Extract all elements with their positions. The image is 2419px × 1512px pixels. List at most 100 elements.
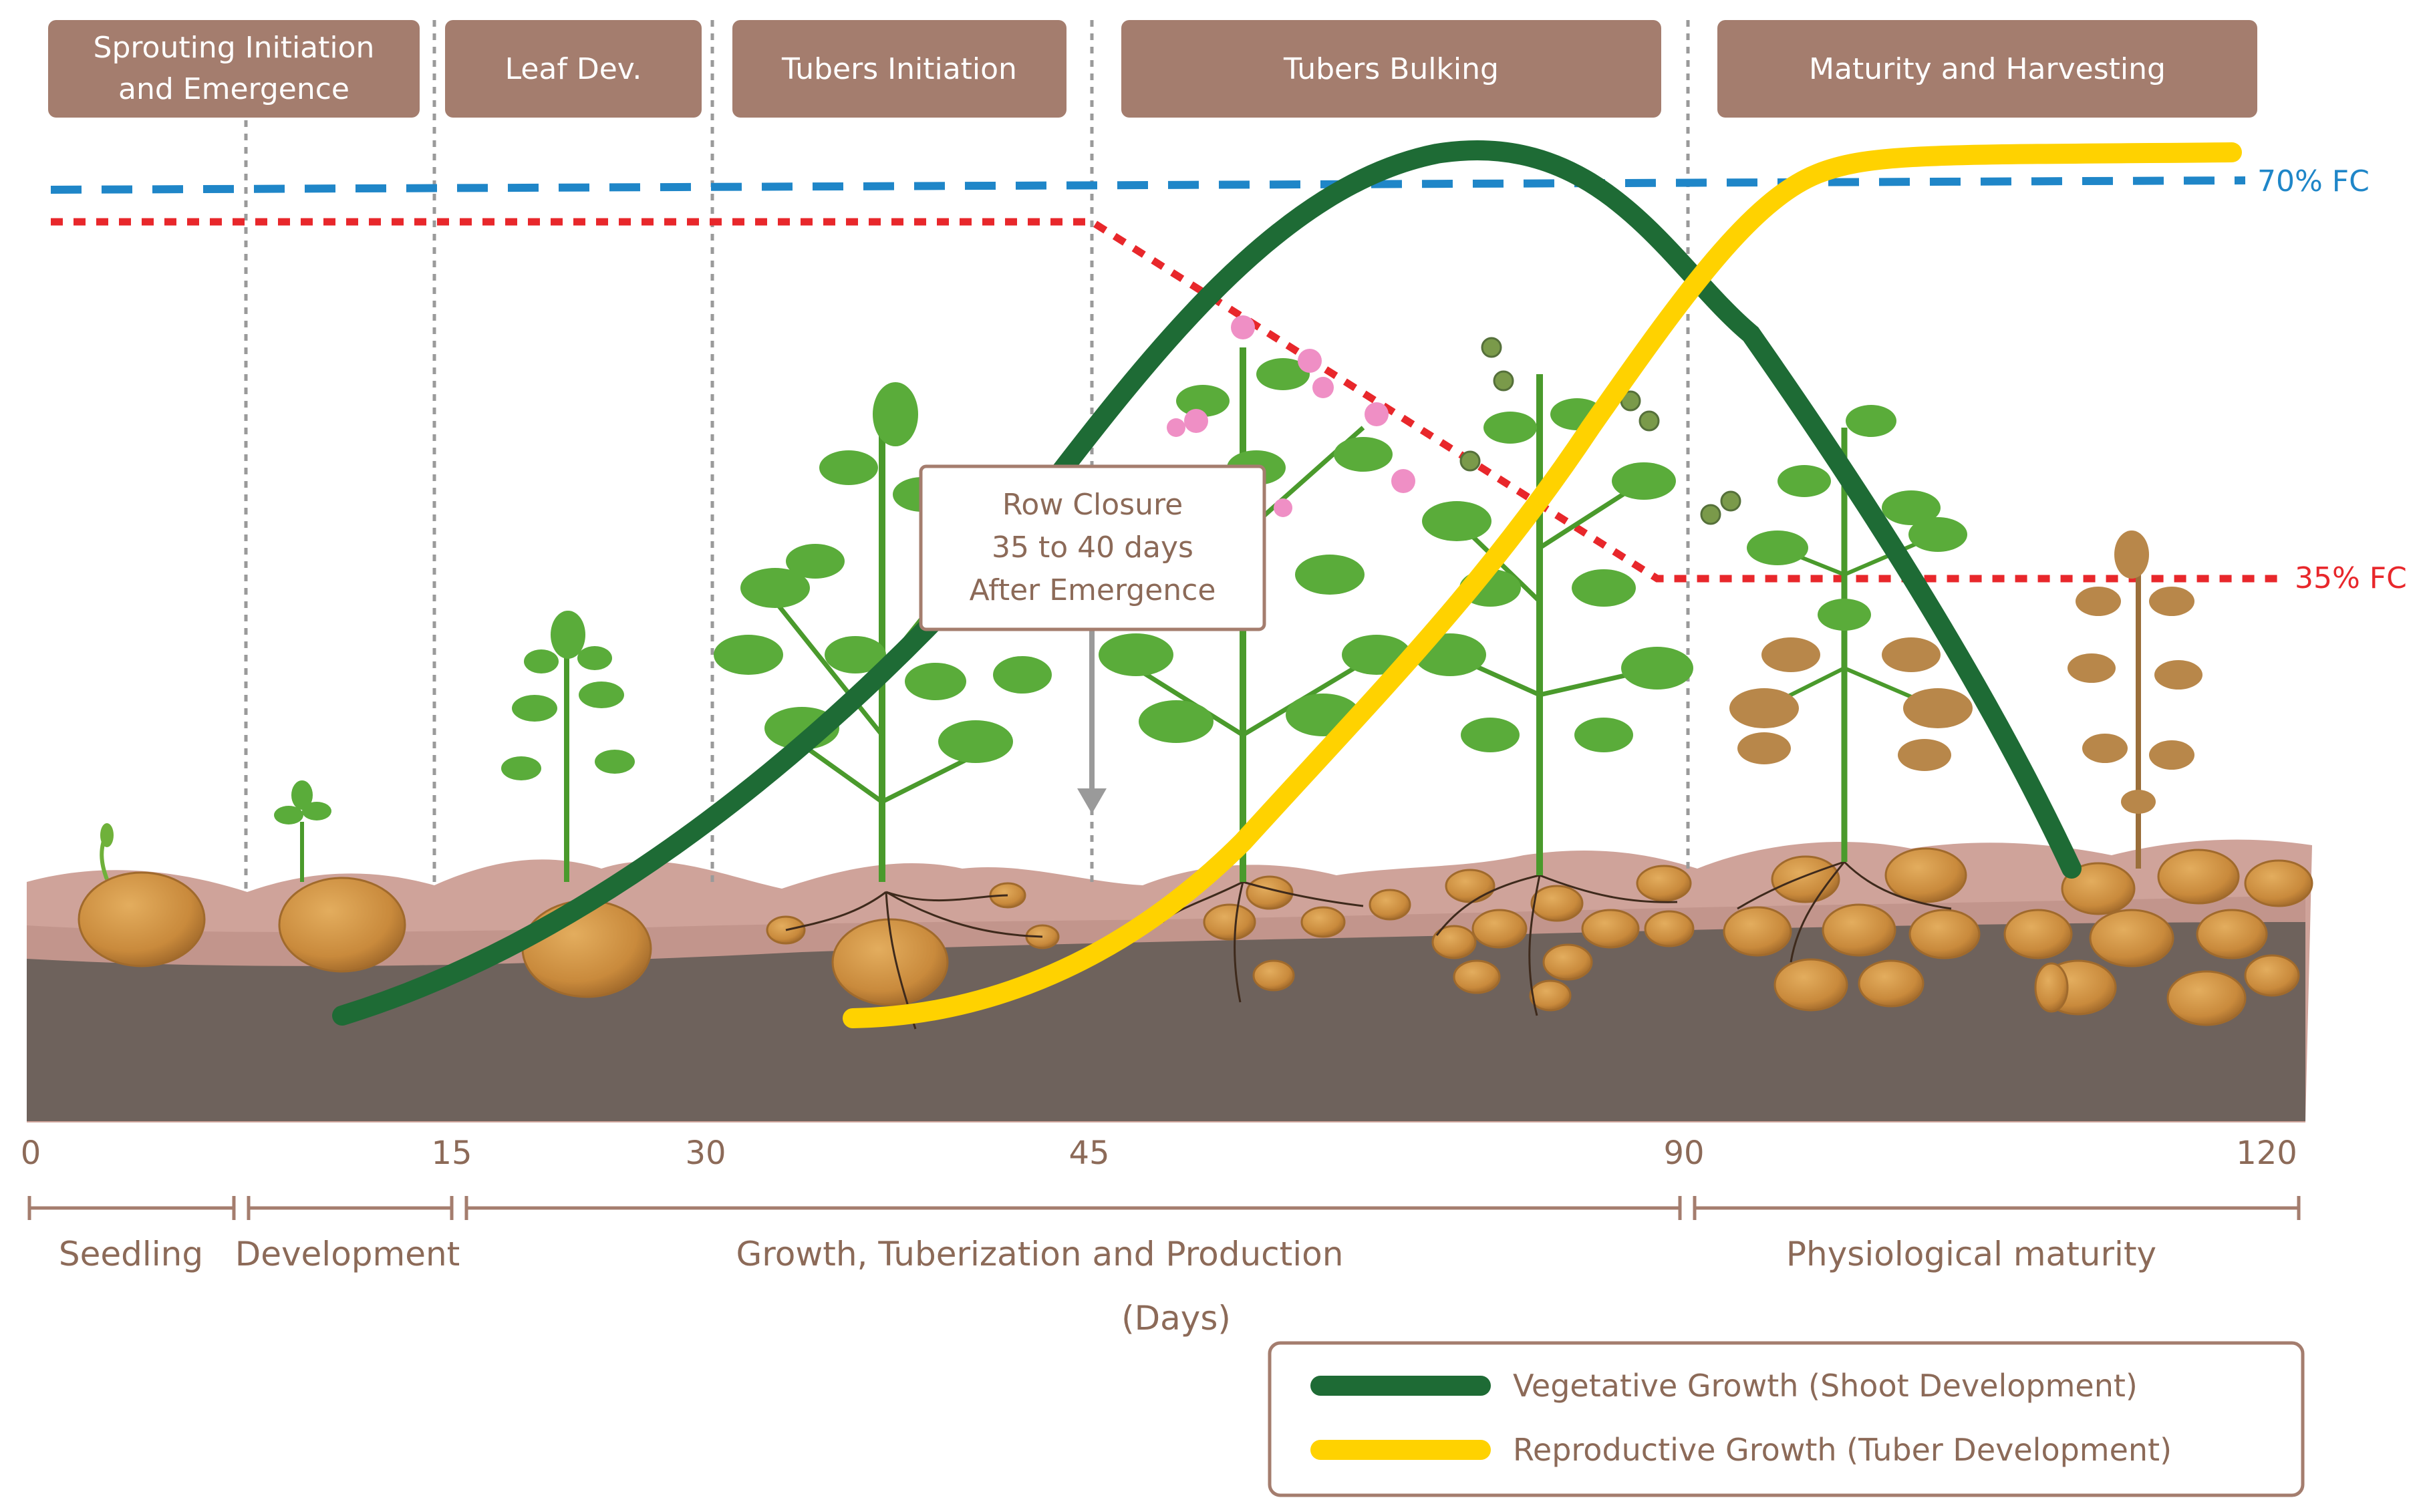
- flower-icon: [1274, 498, 1292, 517]
- period-label: Physiological maturity: [1786, 1235, 2156, 1273]
- potato-tuber-icon: [1530, 885, 1584, 922]
- stage-box-tubers-bulking: Tubers Bulking: [1121, 20, 1661, 118]
- tick-label: 30: [685, 1135, 726, 1172]
- potato-tuber-icon: [1431, 925, 1477, 959]
- berry-icon: [1720, 490, 1741, 512]
- flower-icon: [1298, 349, 1322, 373]
- flower-icon: [1391, 469, 1415, 493]
- tick-label: 120: [2236, 1135, 2297, 1172]
- potato-tuber-icon: [1822, 903, 1896, 957]
- stage-headers: Sprouting Initiation and Emergence Leaf …: [48, 20, 2257, 118]
- potato-tuber-icon: [2244, 954, 2300, 997]
- period-brackets: [27, 1196, 2301, 1220]
- legend-label-vegetative: Vegetative Growth (Shoot Development): [1513, 1368, 2138, 1404]
- berry-icon: [1493, 370, 1514, 392]
- stage-label: Tubers Bulking: [1283, 52, 1499, 86]
- potato-tuber-icon: [1369, 889, 1411, 921]
- stage-box-sprouting: Sprouting Initiation and Emergence: [48, 20, 420, 118]
- tick-label: 90: [1663, 1135, 1704, 1172]
- potato-tuber-icon: [1773, 958, 1848, 1012]
- potato-tuber-icon: [1884, 847, 1967, 903]
- row-closure-line2: 35 to 40 days: [992, 531, 1193, 565]
- tick-label: 0: [21, 1135, 41, 1172]
- potato-tuber-icon: [1636, 865, 1692, 902]
- potato-tuber-icon: [1581, 909, 1640, 949]
- potato-tuber-icon: [2244, 859, 2313, 907]
- sprout-icon: [100, 823, 114, 881]
- dry-plant-icon: [2068, 531, 2202, 869]
- arrow-head-icon: [1077, 788, 1107, 814]
- stage-dividers: [244, 20, 1690, 895]
- flower-icon: [1184, 409, 1208, 433]
- fc35-line: [51, 218, 2285, 583]
- potato-tuber-icon: [1300, 906, 1346, 938]
- fc35-label: 35% FC: [2295, 561, 2407, 595]
- potato-tuber-icon: [278, 877, 406, 973]
- potato-tuber-icon: [1771, 855, 1840, 903]
- flower-icon: [1231, 315, 1255, 339]
- row-closure-box: [919, 464, 1266, 631]
- stage-box-leaf-dev: Leaf Dev.: [445, 20, 702, 118]
- potato-tuber-icon: [1529, 979, 1572, 1012]
- potato-tuber-icon: [1723, 906, 1792, 957]
- potato-tuber-icon: [1542, 943, 1593, 981]
- stage-box-tubers-initiation: Tubers Initiation: [732, 20, 1066, 118]
- growth-curves: [332, 140, 2242, 1028]
- berry-icon: [1459, 450, 1481, 472]
- potato-tuber-icon: [1858, 959, 1925, 1008]
- berry-icon: [1639, 410, 1660, 432]
- potato-tuber-icon: [1453, 959, 1501, 994]
- potato-tuber-icon: [2157, 849, 2240, 905]
- seedling-plant-icon: [274, 780, 331, 882]
- flowers: [1167, 315, 1415, 517]
- vegetative-growth-curve: [332, 140, 2082, 1026]
- senescing-plant-icon: [1729, 405, 1973, 862]
- berry-plant-icon: [1414, 374, 1693, 875]
- young-plant-icon: [501, 611, 635, 882]
- potato-tuber-icon: [1203, 903, 1256, 941]
- row-closure-callout: Row Closure 35 to 40 days After Emergenc…: [919, 464, 1266, 814]
- stage-label: Tubers Initiation: [781, 52, 1017, 86]
- potato-tuber-icon: [2003, 909, 2073, 959]
- potato-tuber-icon: [78, 871, 206, 967]
- potato-tuber-icon: [1246, 875, 1294, 910]
- potato-tuber-icon: [1644, 910, 1695, 947]
- potato-tuber-icon: [831, 918, 949, 1006]
- tick-label: 15: [431, 1135, 472, 1172]
- flower-icon: [1365, 402, 1389, 426]
- berry-icon: [1481, 337, 1502, 358]
- berry-icon: [1700, 504, 1721, 525]
- legend: Vegetative Growth (Shoot Development) Re…: [1268, 1341, 2305, 1497]
- fc70-line: [50, 176, 2246, 194]
- potato-tuber-icon: [2061, 862, 2136, 915]
- period-label: Seedling: [59, 1235, 203, 1273]
- period-label: Development: [235, 1235, 460, 1273]
- potato-tuber-icon: [1252, 959, 1295, 992]
- x-unit-label: (Days): [1121, 1299, 1231, 1338]
- reproductive-growth-curve: [843, 142, 2242, 1028]
- flower-icon: [1312, 377, 1334, 398]
- stage-label: Sprouting Initiation: [94, 31, 375, 65]
- flower-icon: [1167, 418, 1185, 437]
- potato-tuber-icon: [2166, 970, 2247, 1026]
- stage-label: Leaf Dev.: [505, 52, 642, 86]
- potato-tuber-icon: [1445, 869, 1496, 903]
- tick-label: 45: [1069, 1135, 1109, 1172]
- legend-label-reproductive: Reproductive Growth (Tuber Development): [1513, 1432, 2172, 1468]
- row-closure-line3: After Emergence: [970, 573, 1216, 607]
- berries: [1459, 337, 1741, 525]
- potato-tuber-icon: [2196, 909, 2268, 959]
- stage-label: and Emergence: [118, 72, 349, 106]
- period-labels: Seedling Development Growth, Tuberizatio…: [59, 1235, 2156, 1338]
- legend-box: [1268, 1341, 2305, 1497]
- potato-tuber-icon: [521, 899, 652, 998]
- x-axis: 0 15 30 45 90 120: [21, 1135, 2297, 1172]
- potato-plant-icon: [714, 382, 1052, 882]
- potato-tuber-icon: [2089, 909, 2174, 967]
- potato-tuber-icon: [2034, 962, 2069, 1013]
- row-closure-line1: Row Closure: [1002, 488, 1183, 522]
- potato-tuber-icon: [1471, 909, 1528, 949]
- period-label: Growth, Tuberization and Production: [736, 1235, 1344, 1273]
- stage-box-maturity: Maturity and Harvesting: [1717, 20, 2257, 118]
